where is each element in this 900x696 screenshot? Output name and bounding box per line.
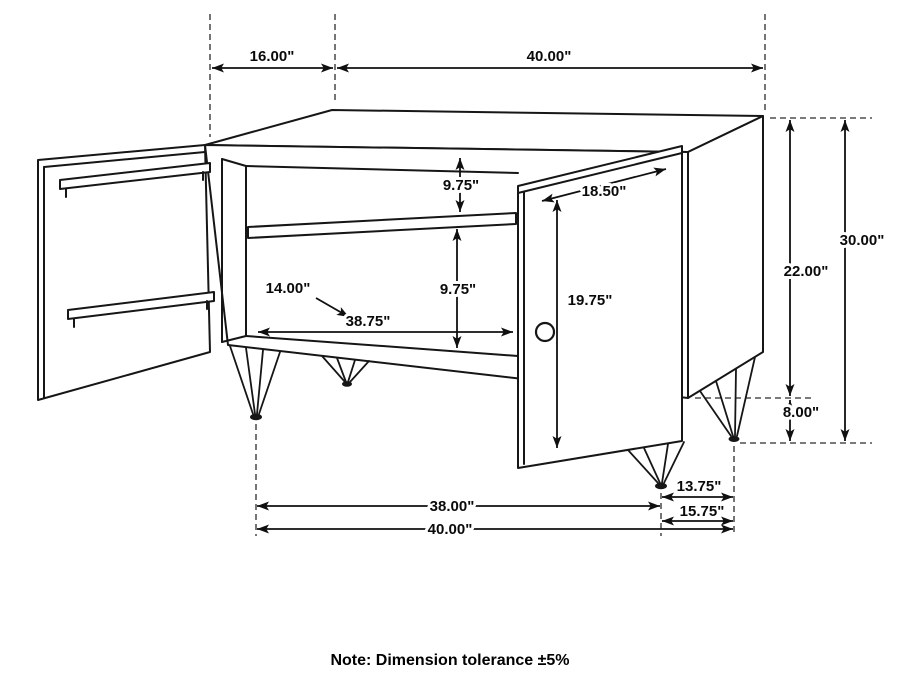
dim-label-interior-depth: 14.00" [266,280,311,297]
dim-label-top-width: 40.00" [527,48,572,65]
left-door-open [37,144,215,401]
dim-label-top-depth: 16.00" [250,48,295,65]
dim-label-body-height: 22.00" [784,263,829,280]
cabinet [37,109,764,490]
door-handle-bottom [67,291,215,320]
dim-label-upper-shelf-gap: 9.75" [443,177,479,194]
dim-label-base-width: 40.00" [428,521,473,538]
shelf [247,212,517,239]
door-knob [534,321,556,343]
dim-label-door-height: 19.75" [568,292,613,309]
dim-label-leg-span-side: 13.75" [677,478,722,495]
dim-label-leg-height: 8.00" [783,404,819,421]
interior-depth-leader [315,297,350,318]
dimension-lines [212,63,850,534]
hairpin-leg-back-right [699,356,756,442]
dim-label-door-width: 18.50" [582,183,627,200]
tolerance-note: Note: Dimension tolerance ±5% [330,652,570,669]
dimension-labels: 16.00" 40.00" 9.75" 18.50" 30.00" 22.00"… [247,45,888,541]
dim-label-base-depth: 15.75" [680,503,725,520]
dim-label-overall-height: 30.00" [840,232,885,249]
dim-label-lower-shelf-gap: 9.75" [440,281,476,298]
dim-label-front-leg-span: 38.00" [430,498,475,515]
hairpin-legs [229,345,756,490]
door-handle-top [59,162,211,190]
hairpin-leg-front-left [229,345,281,421]
cabinet-right-face [687,115,764,399]
hairpin-leg-back-left [321,355,370,387]
cabinet-interior [221,158,519,357]
hairpin-leg-front-right [627,441,685,490]
dim-label-interior-width: 38.75" [346,313,391,330]
